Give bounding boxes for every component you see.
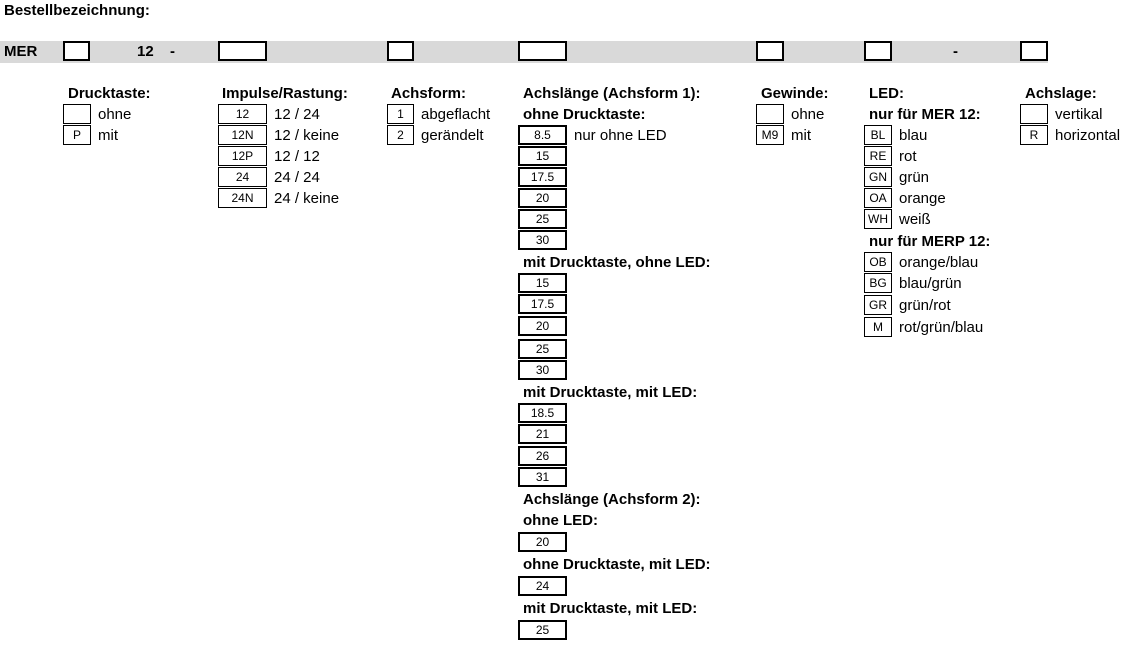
- achsform-header: Achsform:: [391, 85, 467, 102]
- impulse-option-label: 12 / keine: [274, 127, 340, 144]
- achslaenge-value-box: 21: [518, 424, 567, 444]
- achslaenge-value-box: 15: [518, 273, 567, 293]
- achslaenge-value-box: 17.5: [518, 167, 567, 187]
- page-title: Bestellbezeichnung:: [4, 2, 150, 19]
- achslaenge1-header: Achslänge (Achsform 1):: [523, 85, 701, 102]
- achslaenge-value-box: 26: [518, 446, 567, 466]
- impulse-slot[interactable]: [218, 41, 267, 61]
- achslaenge2-mit-drucktaste-mit-led-header: mit Drucktaste, mit LED:: [523, 600, 698, 617]
- impulse-option-label: 12 / 24: [274, 106, 320, 123]
- led-code-box: RE: [864, 146, 892, 166]
- drucktaste-option-label: ohne: [98, 106, 132, 123]
- order-dash: -: [953, 43, 958, 60]
- achslage-header: Achslage:: [1025, 85, 1097, 102]
- achslaenge1-ohne-drucktaste-header: ohne Drucktaste:: [523, 106, 646, 123]
- led-option-label: weiß: [899, 211, 931, 228]
- gewinde-header: Gewinde:: [761, 85, 829, 102]
- drucktaste-header: Drucktaste:: [68, 85, 151, 102]
- led-option-label: rot/grün/blau: [899, 319, 984, 336]
- led-code-box: M: [864, 317, 892, 337]
- led-option-label: blau: [899, 127, 928, 144]
- achslaenge-value-box: 24: [518, 576, 567, 596]
- led-option-label: orange: [899, 190, 946, 207]
- drucktaste-slot[interactable]: [63, 41, 90, 61]
- gewinde-option-label: ohne: [791, 106, 825, 123]
- impulse-option-label: 24 / 24: [274, 169, 320, 186]
- drucktaste-option-label: mit: [98, 127, 118, 144]
- led-option-label: grün: [899, 169, 930, 186]
- led-code-box: WH: [864, 209, 892, 229]
- led-option-label: blau/grün: [899, 275, 962, 292]
- achslage-code-box: R: [1020, 125, 1048, 145]
- achsform-option-label: abgeflacht: [421, 106, 491, 123]
- achslaenge-value-box: 20: [518, 316, 567, 336]
- drucktaste-code-box: [63, 104, 91, 124]
- achslaenge-value-box: 25: [518, 620, 567, 640]
- achsform-code-box: 2: [387, 125, 414, 145]
- achsform-option-label: gerändelt: [421, 127, 484, 144]
- led-mer12-header: nur für MER 12:: [869, 106, 981, 123]
- led-option-label: grün/rot: [899, 297, 951, 314]
- achslage-option-label: horizontal: [1055, 127, 1121, 144]
- achslaenge-note: nur ohne LED: [574, 127, 667, 144]
- achslaenge-value-box: 20: [518, 532, 567, 552]
- achsform-slot[interactable]: [387, 41, 414, 61]
- achslaenge2-ohne-drucktaste-mit-led-header: ohne Drucktaste, mit LED:: [523, 556, 711, 573]
- achslaenge-value-box: 25: [518, 339, 567, 359]
- drucktaste-code-box: P: [63, 125, 91, 145]
- achslaenge-value-box: 17.5: [518, 294, 567, 314]
- impulse-code-box: 24N: [218, 188, 267, 208]
- achslaenge-value-box: 15: [518, 146, 567, 166]
- achslage-code-box: [1020, 104, 1048, 124]
- led-slot[interactable]: [864, 41, 892, 61]
- achslaenge1-mit-drucktaste-ohne-led-header: mit Drucktaste, ohne LED:: [523, 254, 711, 271]
- impulse-code-box: 12: [218, 104, 267, 124]
- led-merp12-header: nur für MERP 12:: [869, 233, 991, 250]
- gewinde-code-box: M9: [756, 125, 784, 145]
- led-option-label: orange/blau: [899, 254, 979, 271]
- achslage-slot[interactable]: [1020, 41, 1048, 61]
- led-code-box: BL: [864, 125, 892, 145]
- order-size: 12: [137, 43, 154, 60]
- achslaenge-value-box: 8.5: [518, 125, 567, 145]
- achslaenge-slot[interactable]: [518, 41, 567, 61]
- gewinde-option-label: mit: [791, 127, 811, 144]
- impulse-code-box: 12N: [218, 125, 267, 145]
- impulse-option-label: 12 / 12: [274, 148, 320, 165]
- impulse-option-label: 24 / keine: [274, 190, 340, 207]
- achslaenge2-header: Achslänge (Achsform 2):: [523, 491, 701, 508]
- led-code-box: OA: [864, 188, 892, 208]
- gewinde-slot[interactable]: [756, 41, 784, 61]
- led-option-label: rot: [899, 148, 917, 165]
- gewinde-code-box: [756, 104, 784, 124]
- achslaenge2-ohne-led-header: ohne LED:: [523, 512, 598, 529]
- achslaenge-value-box: 30: [518, 230, 567, 250]
- led-code-box: GN: [864, 167, 892, 187]
- led-code-box: BG: [864, 273, 892, 293]
- led-code-box: OB: [864, 252, 892, 272]
- impulse-code-box: 12P: [218, 146, 267, 166]
- impulse-code-box: 24: [218, 167, 267, 187]
- led-code-box: GR: [864, 295, 892, 315]
- order-dash: -: [170, 43, 175, 60]
- achsform-code-box: 1: [387, 104, 414, 124]
- achslaenge-value-box: 20: [518, 188, 567, 208]
- order-prefix: MER: [4, 43, 38, 60]
- achslaenge-value-box: 31: [518, 467, 567, 487]
- achslaenge1-mit-drucktaste-mit-led-header: mit Drucktaste, mit LED:: [523, 384, 698, 401]
- achslaenge-value-box: 25: [518, 209, 567, 229]
- impulse-header: Impulse/Rastung:: [222, 85, 348, 102]
- led-header: LED:: [869, 85, 904, 102]
- achslaenge-value-box: 18.5: [518, 403, 567, 423]
- achslaenge-value-box: 30: [518, 360, 567, 380]
- achslage-option-label: vertikal: [1055, 106, 1103, 123]
